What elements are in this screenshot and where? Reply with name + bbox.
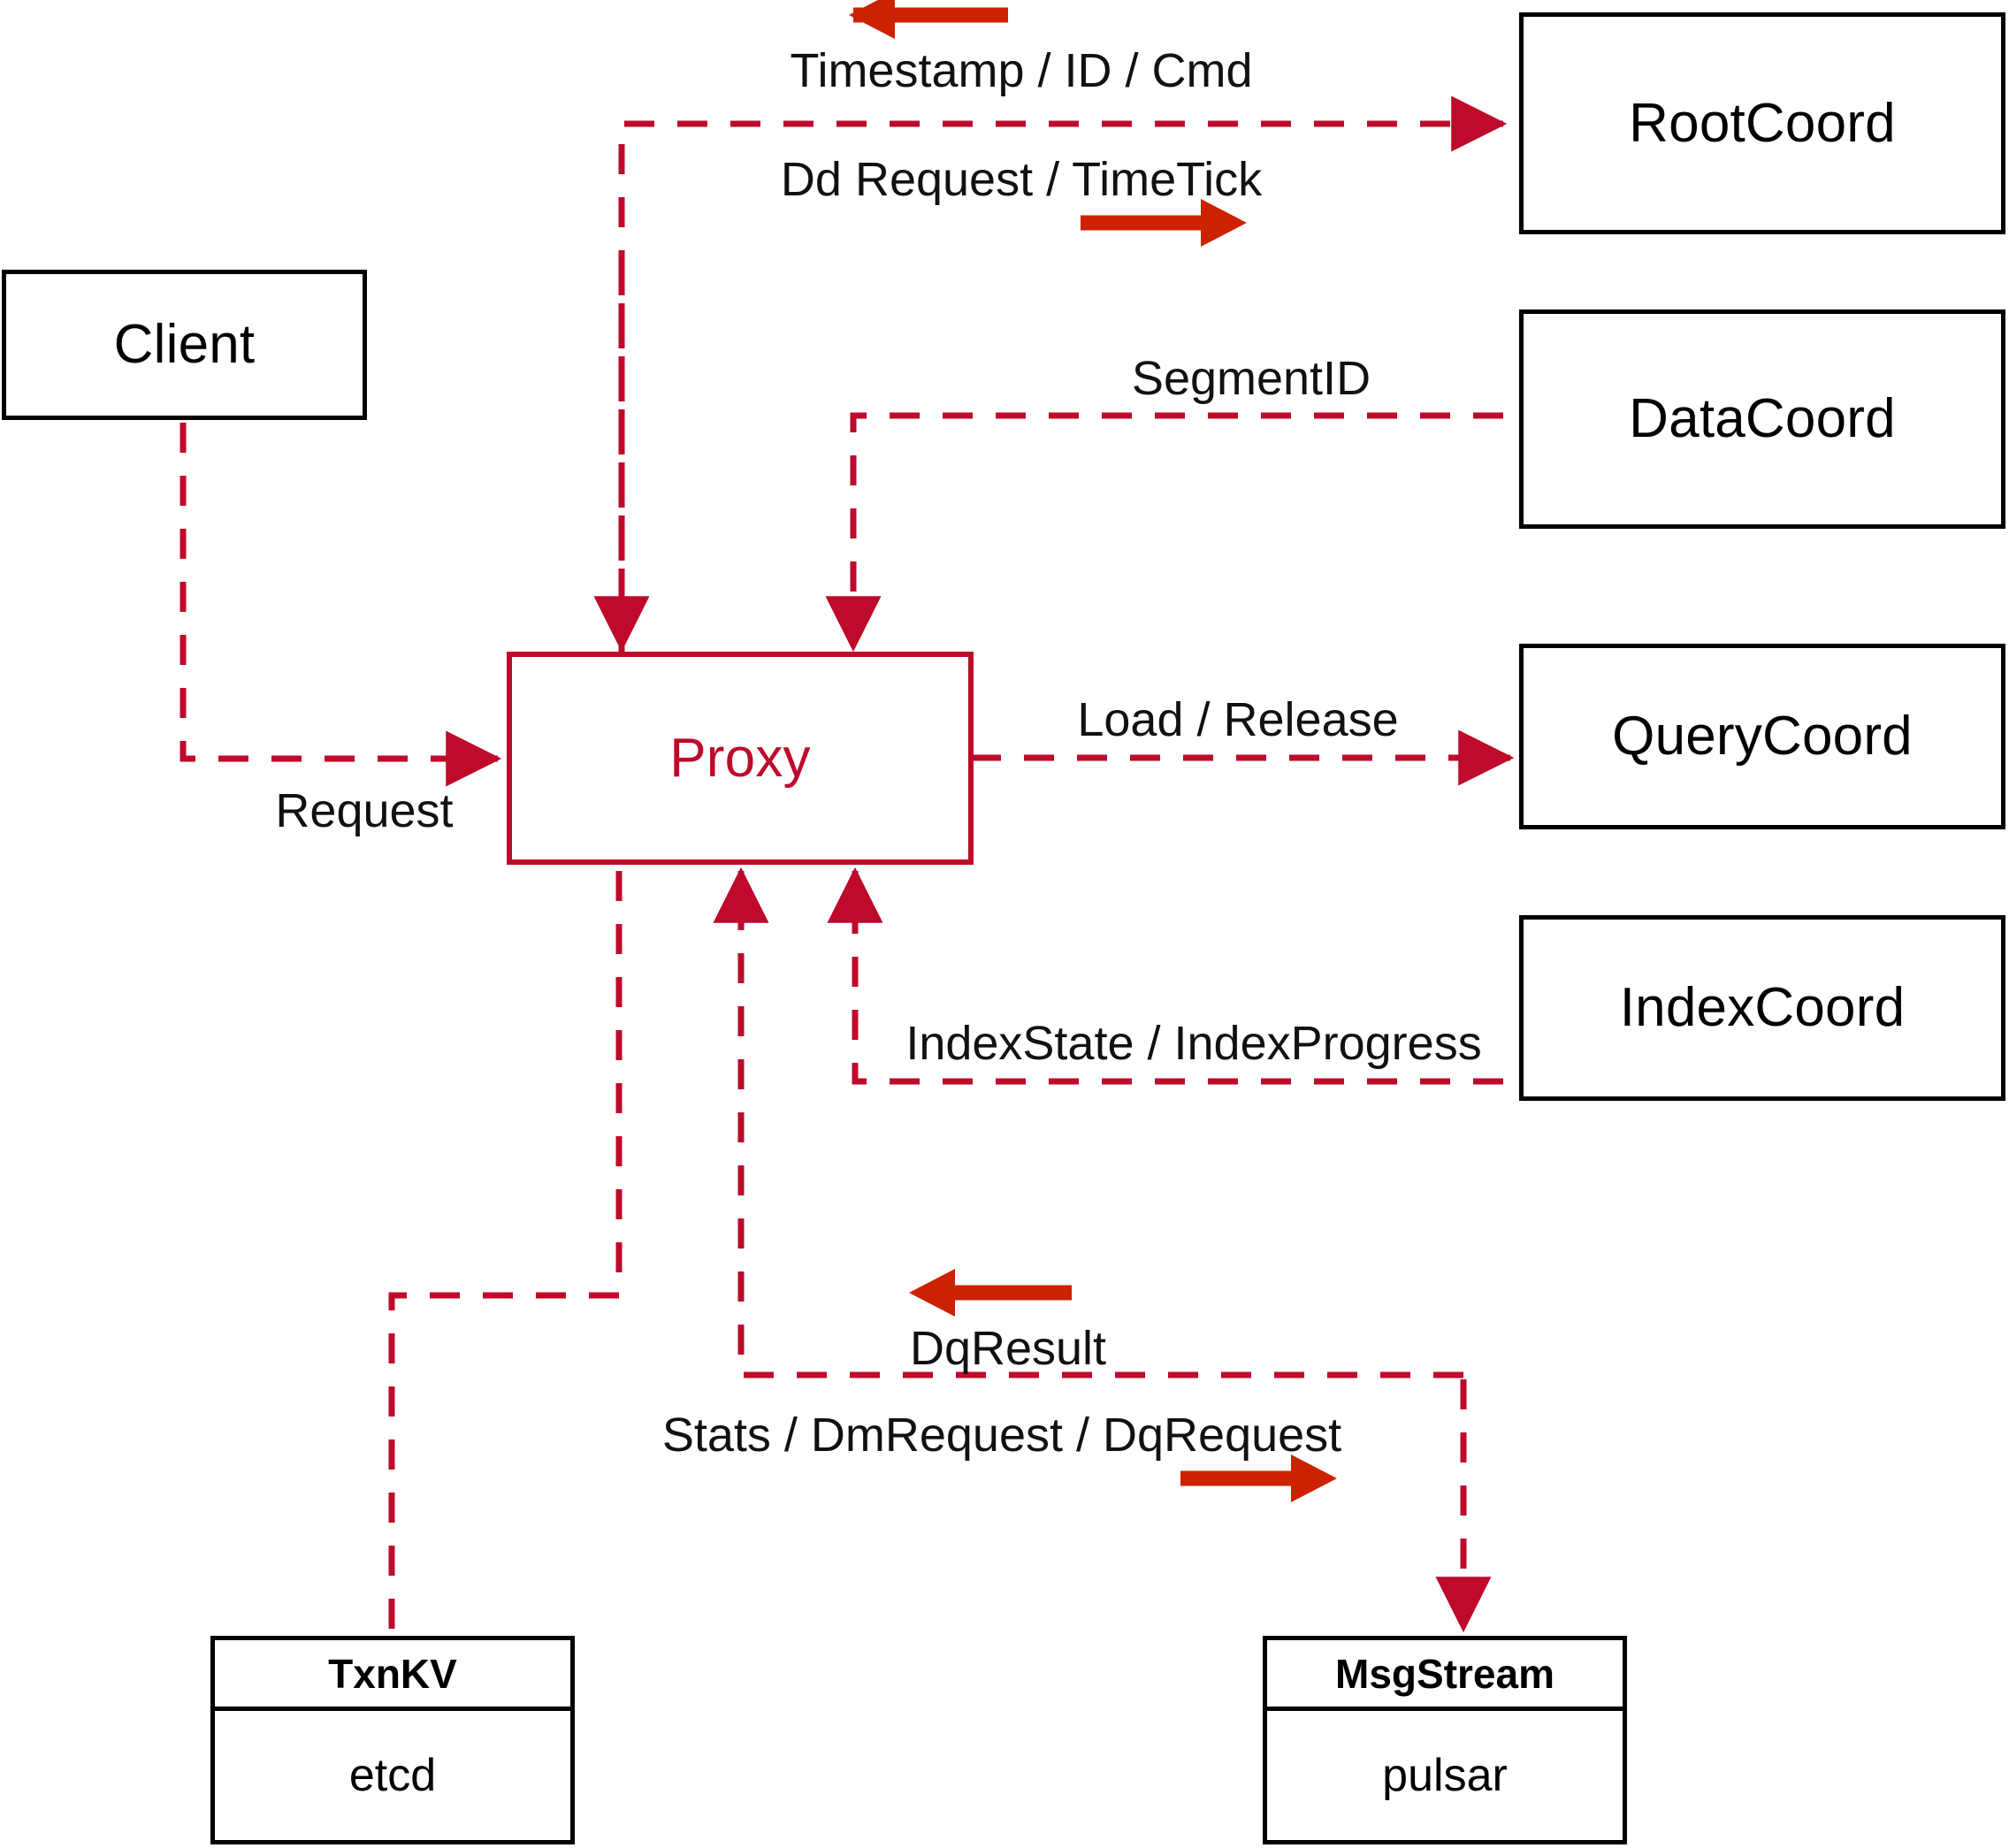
direction-arrow-ddrequest-right	[1081, 199, 1247, 247]
edge-datacoord-proxy-line	[825, 412, 1503, 653]
edge-proxy-txnkv-line	[388, 871, 623, 1631]
node-client-label: Client	[113, 314, 256, 375]
node-querycoord[interactable]: QueryCoord	[1519, 644, 2005, 829]
edge-label-dq-result: DqResult	[909, 1322, 1107, 1375]
node-msgstream-body: pulsar	[1267, 1711, 1623, 1840]
edge-label-load-release: Load / Release	[1077, 693, 1399, 746]
node-rootcoord-label: RootCoord	[1629, 92, 1896, 154]
node-rootcoord[interactable]: RootCoord	[1519, 12, 2005, 234]
node-proxy-label: Proxy	[669, 727, 811, 789]
node-txnkv-body-label: etcd	[348, 1750, 437, 1801]
node-txnkv[interactable]: TxnKV etcd	[210, 1636, 575, 1844]
edge-label-dd-request-timetick: Dd Request / TimeTick	[780, 153, 1263, 206]
edge-indexcoord-proxy-line	[827, 867, 1503, 1085]
edge-proxy-rootcoord-line	[618, 95, 1508, 652]
direction-arrow-dqresult-left	[909, 1269, 1072, 1317]
direction-arrow-timestamp-left	[849, 0, 1008, 39]
node-msgstream-header: MsgStream	[1267, 1640, 1623, 1711]
node-txnkv-header-label: TxnKV	[328, 1650, 457, 1697]
node-msgstream[interactable]: MsgStream pulsar	[1263, 1636, 1627, 1844]
edge-label-timestamp-id-cmd: Timestamp / ID / Cmd	[790, 44, 1253, 97]
node-datacoord-label: DataCoord	[1629, 388, 1896, 449]
node-txnkv-body: etcd	[215, 1711, 570, 1840]
edge-label-segment-id: SegmentID	[1131, 352, 1371, 405]
edge-label-stats-dm-dq-request: Stats / DmRequest / DqRequest	[661, 1409, 1342, 1462]
node-client[interactable]: Client	[2, 270, 367, 420]
edge-client-proxy-line	[180, 423, 502, 787]
node-txnkv-header: TxnKV	[215, 1640, 570, 1711]
edge-label-index-state-progress: IndexState / IndexProgress	[905, 1017, 1482, 1070]
node-msgstream-header-label: MsgStream	[1335, 1650, 1554, 1697]
edge-label-request: Request	[275, 784, 454, 837]
node-msgstream-body-label: pulsar	[1382, 1750, 1508, 1801]
node-indexcoord[interactable]: IndexCoord	[1519, 915, 2005, 1101]
direction-arrow-stats-right	[1180, 1455, 1337, 1502]
node-datacoord[interactable]: DataCoord	[1519, 309, 2005, 529]
node-querycoord-label: QueryCoord	[1612, 706, 1913, 767]
edge-msgstream-proxy-line	[713, 867, 1463, 1378]
node-indexcoord-label: IndexCoord	[1619, 977, 1906, 1038]
node-proxy[interactable]: Proxy	[507, 652, 974, 865]
